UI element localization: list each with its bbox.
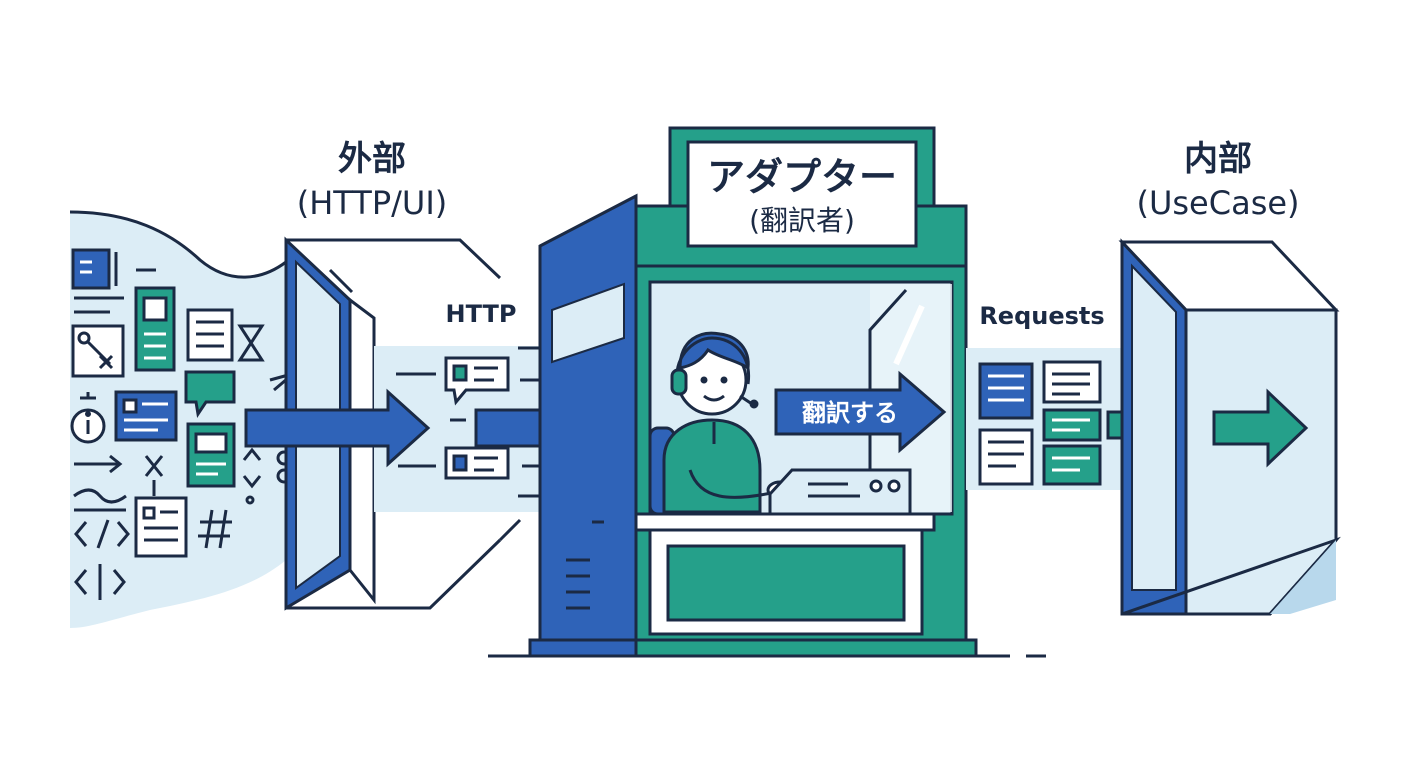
translator-machine xyxy=(768,468,912,516)
message-card-icon xyxy=(444,446,510,480)
adapter-subtitle: (翻訳者) xyxy=(749,204,855,237)
request-doc-icon xyxy=(1042,360,1102,404)
document-icon xyxy=(71,248,118,290)
tablet-icon xyxy=(186,422,236,488)
request-doc-icon xyxy=(978,362,1034,420)
translate-action-label: 翻訳する xyxy=(802,399,898,427)
adapter-booth xyxy=(488,126,1046,658)
external-title: 外部 xyxy=(338,139,406,179)
info-icon xyxy=(70,408,106,444)
list-page-icon xyxy=(134,496,188,558)
adapter-title: アダプター xyxy=(707,155,897,199)
message-card-icon xyxy=(444,356,510,406)
shuffle-icon xyxy=(71,324,125,378)
internal-title: 内部 xyxy=(1184,139,1252,179)
translate-arrow xyxy=(774,370,947,454)
internal-usecase-box xyxy=(1118,238,1341,616)
translator-person xyxy=(662,331,794,514)
outgoing-flow-label: Requests xyxy=(979,302,1104,330)
request-doc-icon xyxy=(978,428,1034,486)
code-icon xyxy=(74,519,130,549)
chat-bubble-icon xyxy=(184,370,236,418)
outgoing-flow xyxy=(966,348,1180,490)
hash-icon xyxy=(198,509,232,549)
code-brackets-icon xyxy=(74,564,126,600)
external-subtitle: (HTTP/UI) xyxy=(297,184,448,222)
hourglass-icon xyxy=(237,324,265,362)
internal-subtitle: (UseCase) xyxy=(1136,184,1299,222)
request-doc-icon xyxy=(1042,408,1102,442)
incoming-flow-label: HTTP xyxy=(446,300,517,328)
request-doc-icon xyxy=(1042,444,1102,486)
external-icons xyxy=(70,248,346,600)
card-icon xyxy=(114,390,178,442)
page-icon xyxy=(186,308,234,362)
form-icon xyxy=(134,286,176,372)
